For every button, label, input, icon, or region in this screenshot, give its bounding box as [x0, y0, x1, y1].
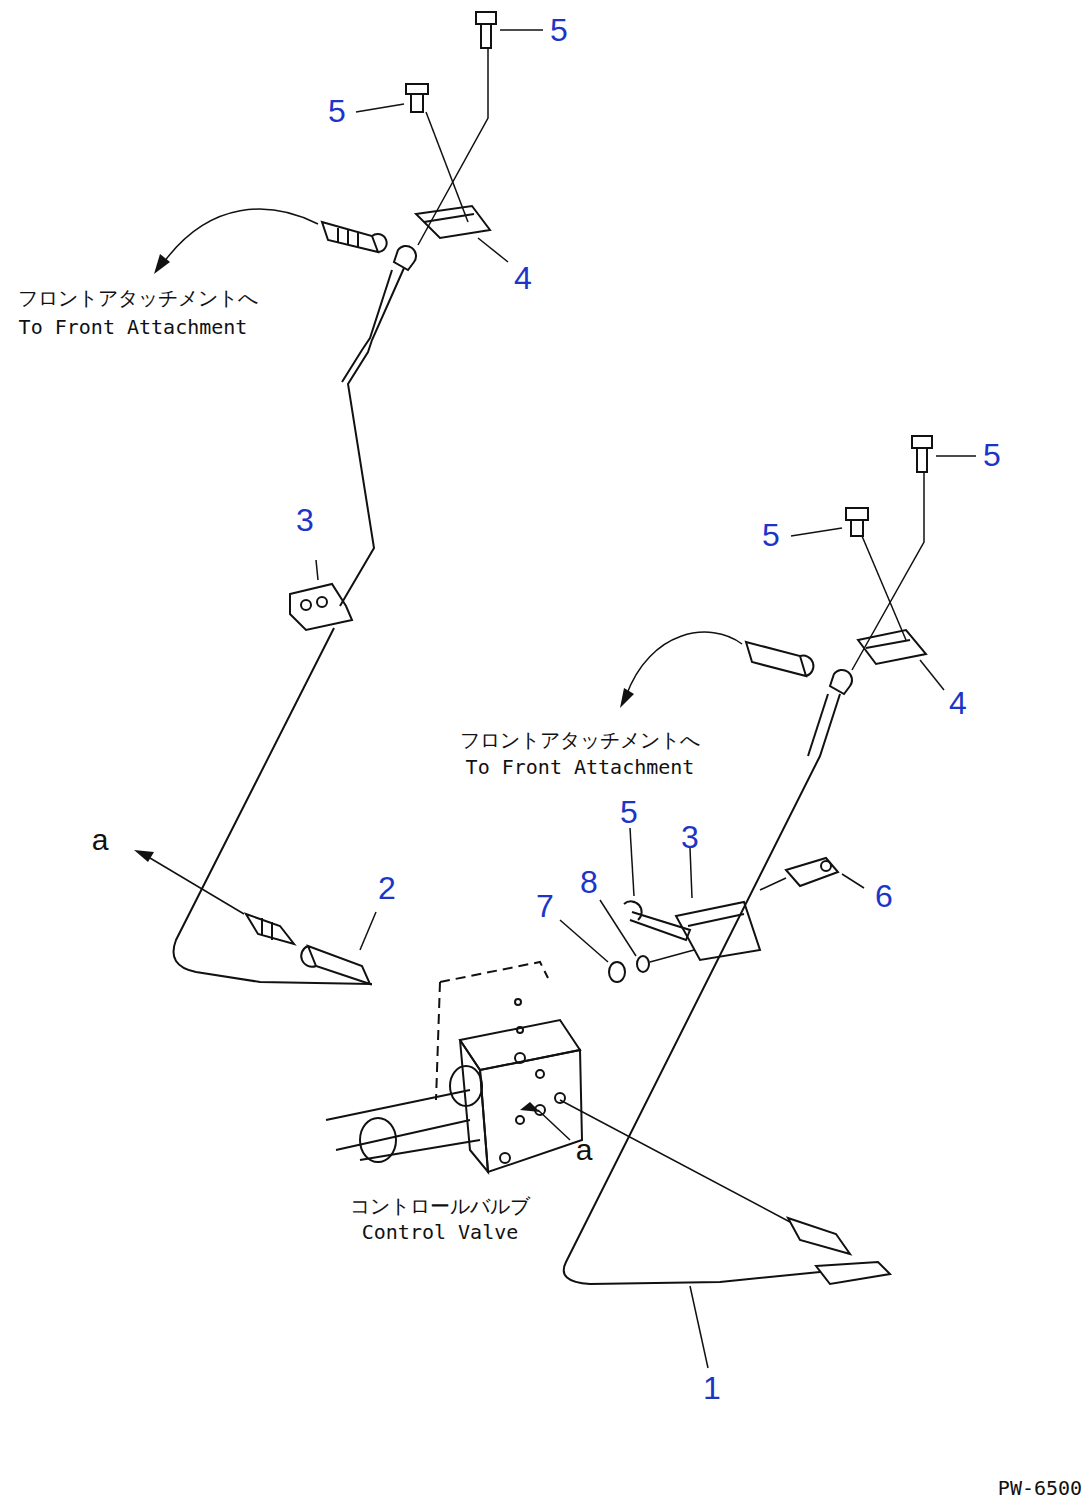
callout-number: 5	[762, 519, 780, 551]
callout-number: 7	[536, 890, 554, 922]
note-text: フロントアタッチメントへ	[18, 288, 258, 308]
callout-number: 5	[550, 14, 568, 46]
callout-number: 4	[949, 687, 967, 719]
callout-number: 5	[983, 439, 1001, 471]
note-text: To Front Attachment	[466, 757, 695, 777]
callout-number: 3	[296, 504, 314, 536]
view-letter: a	[576, 1135, 593, 1165]
note-text: PW-6500	[998, 1478, 1082, 1498]
callout-number: 5	[620, 796, 638, 828]
callout-number: 5	[328, 95, 346, 127]
callout-number: 1	[703, 1372, 721, 1404]
note-text: Control Valve	[362, 1222, 519, 1242]
view-letter: a	[92, 825, 109, 855]
note-text: コントロールバルブ	[350, 1196, 530, 1216]
note-text: To Front Attachment	[19, 317, 248, 337]
note-text: フロントアタッチメントへ	[460, 730, 700, 750]
callout-number: 6	[875, 880, 893, 912]
callout-number: 3	[681, 821, 699, 853]
callout-number: 4	[514, 262, 532, 294]
callout-number: 2	[378, 872, 396, 904]
callout-number: 8	[580, 866, 598, 898]
